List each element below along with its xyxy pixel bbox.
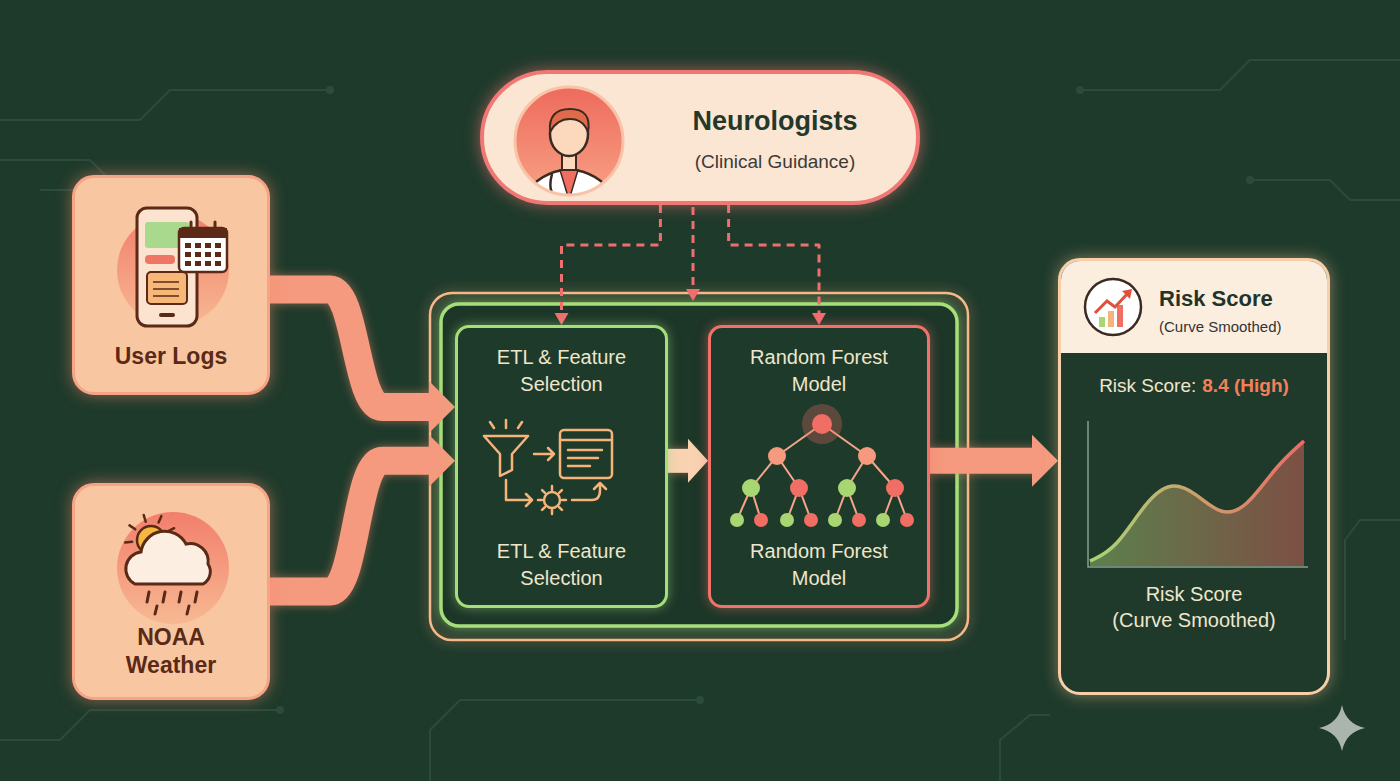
- process-box: ETL & Feature SelectionETL & Feature Sel…: [455, 325, 668, 608]
- arrowhead: [1032, 435, 1058, 487]
- dashed-arrowhead: [686, 289, 700, 301]
- node-text: Risk Score (Curve Smoothed): [1101, 581, 1287, 633]
- watermark-sparkle: [1319, 705, 1365, 751]
- node-text: (Clinical Guidance): [644, 150, 906, 175]
- source-box: User Logs: [72, 175, 270, 395]
- node-text: (Curve Smoothed): [1159, 317, 1327, 337]
- connector-line: [270, 289, 437, 407]
- connector-line: [562, 205, 661, 317]
- node-title: ETL & Feature Selection: [464, 344, 659, 398]
- avatar-ring: [515, 87, 623, 195]
- arrowhead: [429, 435, 455, 487]
- inner-container: [441, 304, 957, 626]
- connector-line: [270, 461, 437, 592]
- node-text: Random Forest Model: [721, 538, 917, 592]
- trace: [1000, 715, 1050, 781]
- text-row: Risk Score:8.4 (High): [1061, 374, 1327, 399]
- trend-icon: [1085, 279, 1141, 335]
- trace: [1080, 60, 1400, 90]
- circuit-traces: [0, 60, 1400, 781]
- flow-arrow: [270, 289, 455, 433]
- dashed-guidance-line: [692, 207, 695, 290]
- arrowhead: [688, 439, 708, 483]
- trace: [0, 710, 280, 740]
- icon-circle: [117, 512, 229, 624]
- flow-arrow: [270, 435, 455, 592]
- node-title: Risk Score: [1159, 285, 1327, 314]
- expert-pill: Neurologists (Clinical Guidance): [480, 70, 920, 205]
- trace: [1345, 520, 1400, 640]
- arrowhead: [429, 381, 455, 433]
- connector-line: [930, 448, 1040, 474]
- trace: [0, 90, 330, 120]
- trace: [430, 700, 700, 781]
- guidance-arrow: [555, 205, 661, 325]
- node-text: ETL & Feature Selection: [464, 538, 659, 592]
- arrowhead: [812, 313, 826, 325]
- calendar-icon: [179, 222, 227, 272]
- flow-arrow: [930, 435, 1058, 487]
- weather-icon: [125, 515, 210, 614]
- risk-chart: [1088, 421, 1308, 567]
- node-title: User Logs: [75, 342, 267, 372]
- output-panel: Risk Score (Curve Smoothed) Risk Score:8.4…: [1058, 258, 1330, 695]
- random-forest-tree: [730, 404, 914, 527]
- trace-dot: [1076, 86, 1084, 94]
- trace-dot: [696, 696, 704, 704]
- trace-dot: [326, 86, 334, 94]
- model-box: Random Forest ModelRandom Forest Model: [708, 325, 930, 608]
- node-illustration: [484, 74, 924, 209]
- guidance-arrow: [729, 205, 826, 325]
- node-title: NOAA Weather: [101, 624, 241, 679]
- source-box: NOAA Weather: [72, 483, 270, 700]
- trace-dot: [1246, 176, 1254, 184]
- etl-icons: [484, 420, 612, 514]
- node-text: 8.4 (High): [1202, 374, 1289, 399]
- trace-dot: [276, 706, 284, 714]
- trace: [1250, 180, 1400, 200]
- node-text: Risk Score:: [1099, 374, 1196, 399]
- connector-line: [729, 205, 819, 317]
- flow-arrow: [668, 439, 708, 483]
- doctor-icon: [520, 109, 618, 214]
- node-title: Random Forest Model: [721, 344, 917, 398]
- node-title: Neurologists: [644, 104, 906, 139]
- arrowhead: [555, 313, 569, 325]
- outer-container: [430, 293, 968, 640]
